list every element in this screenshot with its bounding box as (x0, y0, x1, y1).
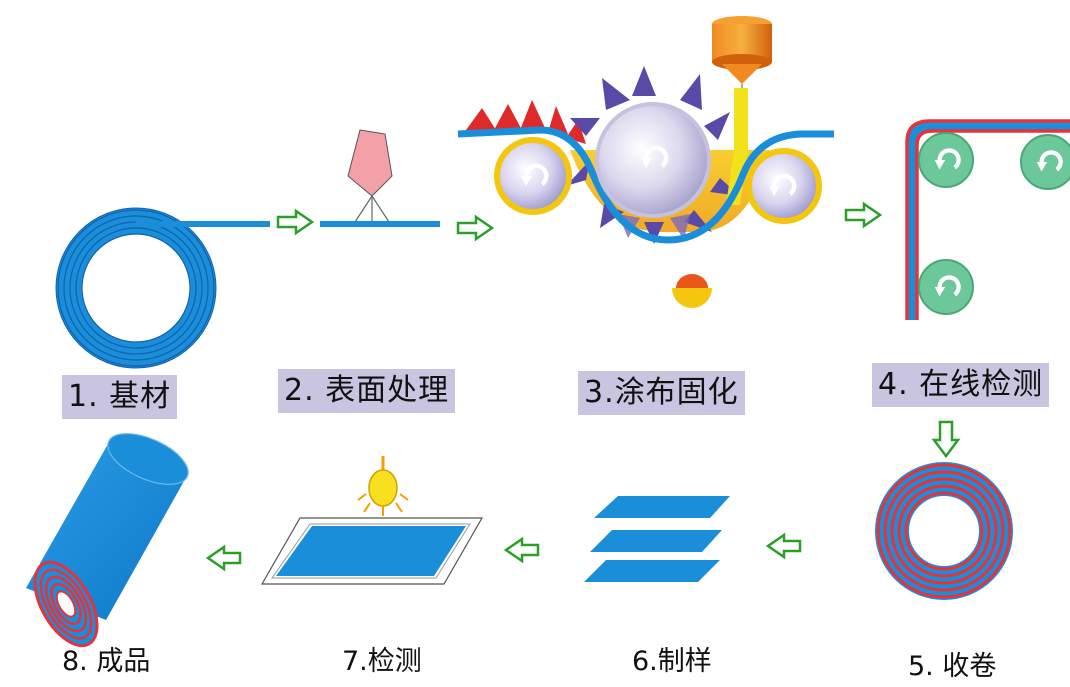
arrow-left-icon (205, 544, 242, 572)
step8-finished-roll (26, 433, 189, 648)
coating-roller-center (595, 102, 711, 218)
step1-label: 1. 基材 (62, 375, 178, 419)
step6-sample-sheets (584, 496, 730, 582)
step6-label: 6.制样 (632, 646, 712, 677)
arrow-left-icon (765, 532, 802, 560)
step8-label: 8. 成品 (62, 646, 151, 677)
coating-roller-left (494, 137, 572, 215)
step4-online-inspection (905, 119, 1070, 320)
step4-label: 4. 在线检测 (872, 363, 1050, 407)
guide-roller (918, 132, 974, 188)
arrow-right-icon (456, 214, 495, 242)
lamp-icon (357, 456, 409, 516)
curing-lamp (672, 274, 712, 308)
guide-roller (1020, 134, 1070, 190)
arrow-right-icon (844, 201, 883, 229)
arrow-right-icon (276, 208, 315, 236)
guide-roller (918, 259, 974, 315)
step5-label: 5. 收卷 (908, 651, 997, 682)
arrow-left-icon (503, 536, 540, 564)
step3-label: 3.涂布固化 (578, 371, 745, 415)
step2-label: 2. 表面处理 (278, 369, 456, 413)
step7-inspection (260, 456, 484, 585)
coating-roller-right (746, 148, 822, 224)
step1-substrate-roll (55, 207, 270, 369)
arrow-down-icon (931, 420, 961, 459)
step3-coating-curing (457, 16, 834, 308)
step7-label: 7.检测 (342, 646, 422, 677)
plasma-head (347, 129, 393, 197)
step5-winding-roll (875, 462, 1013, 600)
coating-nozzle (712, 16, 772, 205)
step2-surface-treatment (320, 129, 440, 227)
